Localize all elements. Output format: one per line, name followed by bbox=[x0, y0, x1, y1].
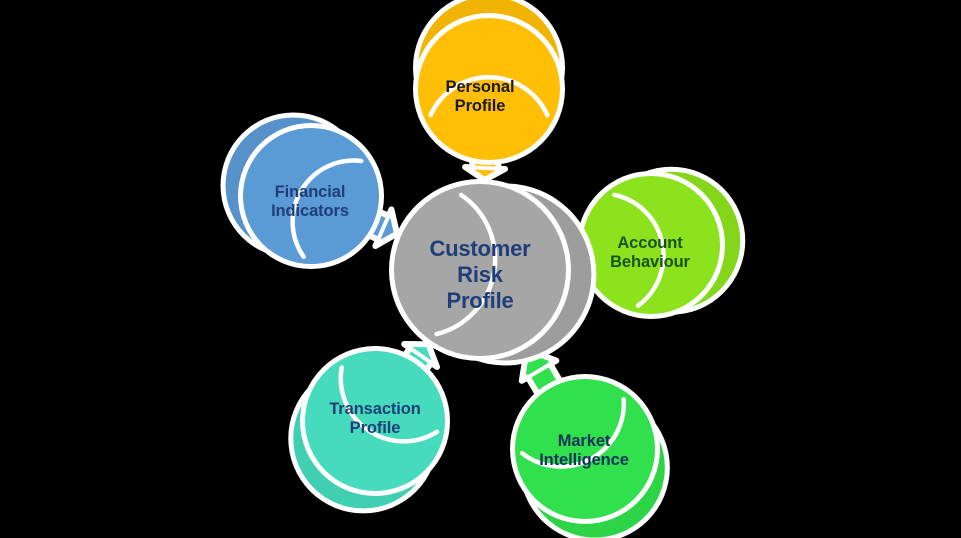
financial-indicators-inner-arc bbox=[290, 158, 364, 260]
transaction-profile-front-disc[interactable] bbox=[305, 351, 445, 491]
hub-front-disc[interactable] bbox=[394, 184, 566, 356]
market-intelligence-front-disc[interactable] bbox=[515, 379, 655, 519]
account-behaviour-inner-arc bbox=[612, 192, 666, 308]
transaction-profile-inner-arc bbox=[338, 365, 440, 444]
hub-inner-arc bbox=[434, 192, 498, 337]
market-intelligence-arrow-crease bbox=[525, 362, 553, 380]
personal-profile-inner-arc bbox=[428, 75, 550, 118]
market-intelligence-inner-arc bbox=[519, 397, 627, 469]
financial-indicators-arrow-crease bbox=[376, 213, 391, 242]
account-behaviour-front-disc[interactable] bbox=[582, 176, 720, 314]
financial-indicators-front-disc[interactable] bbox=[243, 128, 379, 264]
personal-profile-front-disc[interactable] bbox=[418, 18, 560, 160]
personal-profile-arrow-crease bbox=[470, 165, 501, 171]
transaction-profile-arrow-crease bbox=[407, 346, 434, 365]
